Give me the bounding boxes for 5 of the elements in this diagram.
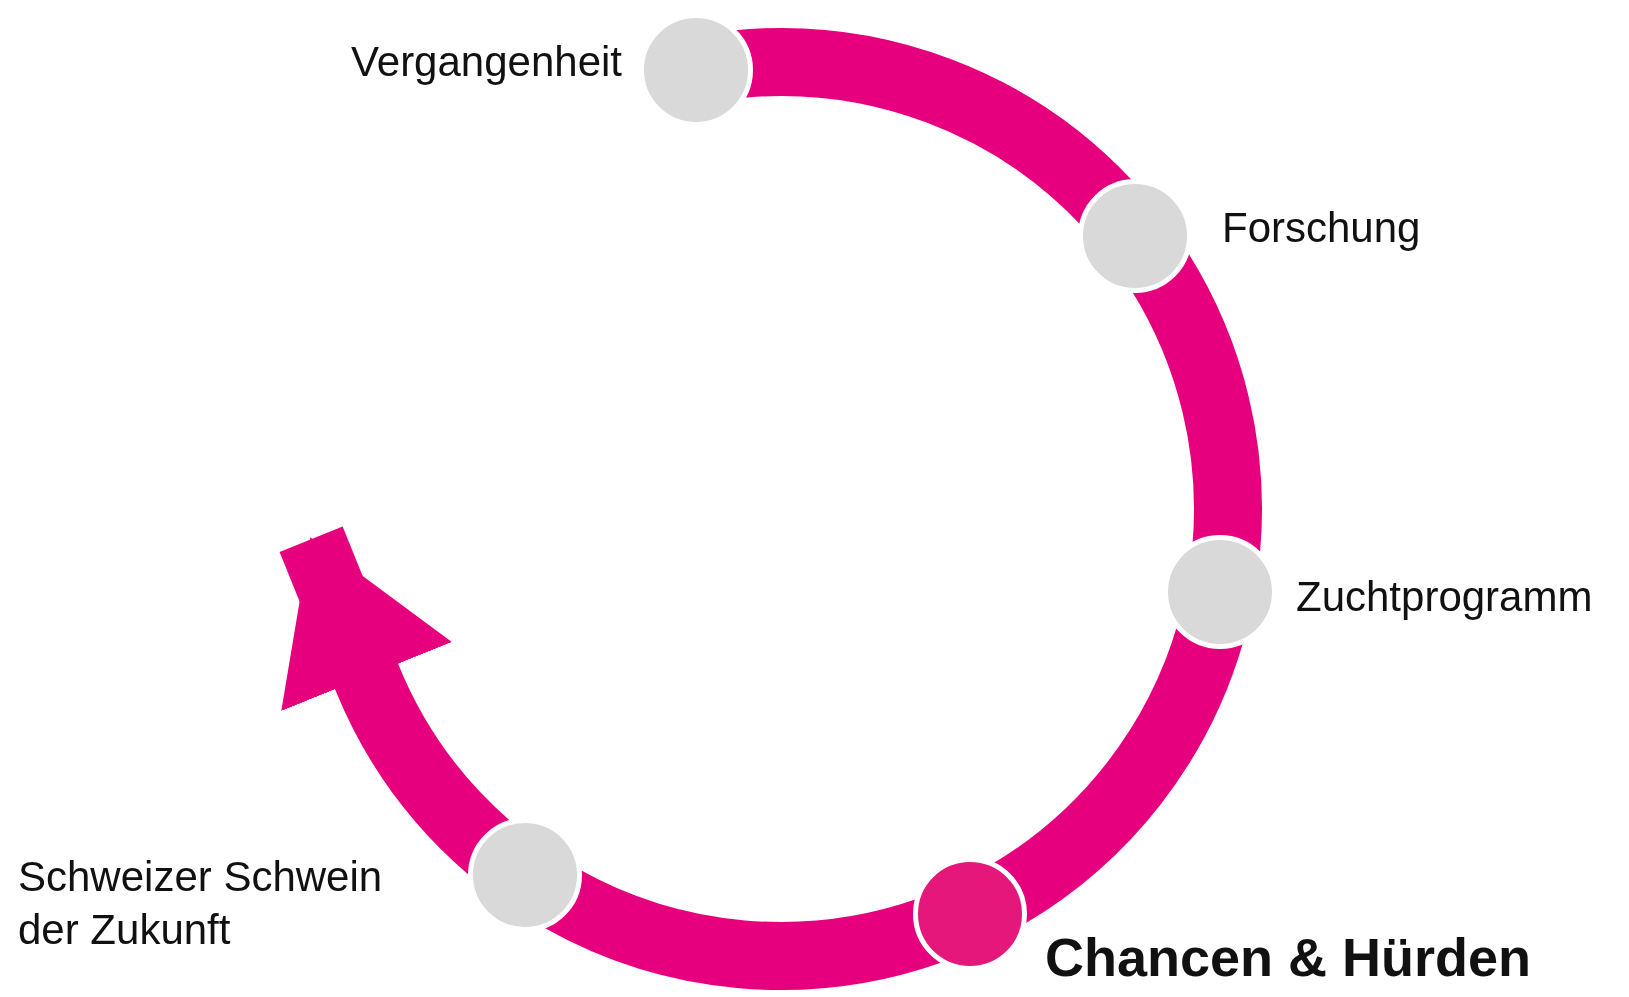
step-label: Forschung xyxy=(1222,202,1422,253)
step-label: Zuchtprogramm xyxy=(1296,571,1594,622)
step-label: Schweizer Schwein der Zukunft xyxy=(18,851,384,954)
step-label: Vergangenheit xyxy=(350,36,622,87)
step-label: Chancen & Hürden xyxy=(1045,926,1533,990)
